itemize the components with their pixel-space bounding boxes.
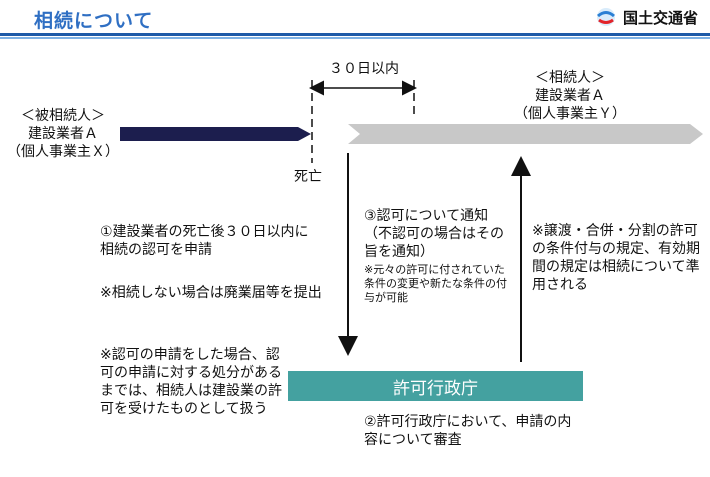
transfer-note: ※譲渡・合併・分割の許可の条件付与の規定、有効期間の規定は相続について準用される xyxy=(532,223,700,293)
deceased-label-line: ＜被相続人＞ xyxy=(21,108,105,124)
permitting-authority-box: 許可行政庁 xyxy=(288,371,583,401)
no-inherit-note: ※相続しない場合は廃業届等を提出 xyxy=(100,285,322,301)
application-note: ※認可の申請をした場合、認可の申請に対する処分があるまでは、相続人は建設業の許可… xyxy=(100,347,282,417)
heir-label-line: （個人事業主Ｙ） xyxy=(514,106,626,122)
heir-label-line: 建設業者Ａ xyxy=(535,88,605,104)
step2-text: ②許可行政庁において、申請の内容について審査 xyxy=(364,414,572,448)
period-label: ３０日以内 xyxy=(329,61,399,77)
ministry-logo: 国土交通省 xyxy=(595,6,698,28)
deceased-label-line: 建設業者Ａ xyxy=(28,126,98,142)
death-label: 死亡 xyxy=(294,169,322,185)
navy-timeline-arrow xyxy=(120,127,311,141)
deceased-label: ＜被相続人＞ 建設業者Ａ （個人事業主Ｘ） xyxy=(4,107,122,161)
header-divider xyxy=(0,33,710,36)
step3-title: ③認可について通知 xyxy=(364,208,489,224)
step3-subtitle: （不認可の場合はその旨を通知） xyxy=(364,226,504,260)
step3-note: ※元々の許可に付されていた条件の変更や新たな条件の付与が可能 xyxy=(364,263,507,304)
heir-label: ＜相続人＞ 建設業者Ａ （個人事業主Ｙ） xyxy=(500,69,640,123)
header-divider-light xyxy=(0,37,710,39)
ministry-name: 国土交通省 xyxy=(622,8,698,27)
page-title: 相続について xyxy=(34,10,154,32)
deceased-label-line: （個人事業主Ｘ） xyxy=(7,144,119,160)
ministry-emblem-icon xyxy=(596,8,615,26)
heir-label-line: ＜相続人＞ xyxy=(535,70,605,86)
step1-text: ①建設業者の死亡後３０日以内に相続の認可を申請 xyxy=(100,224,309,258)
gray-timeline-arrow xyxy=(348,124,703,144)
